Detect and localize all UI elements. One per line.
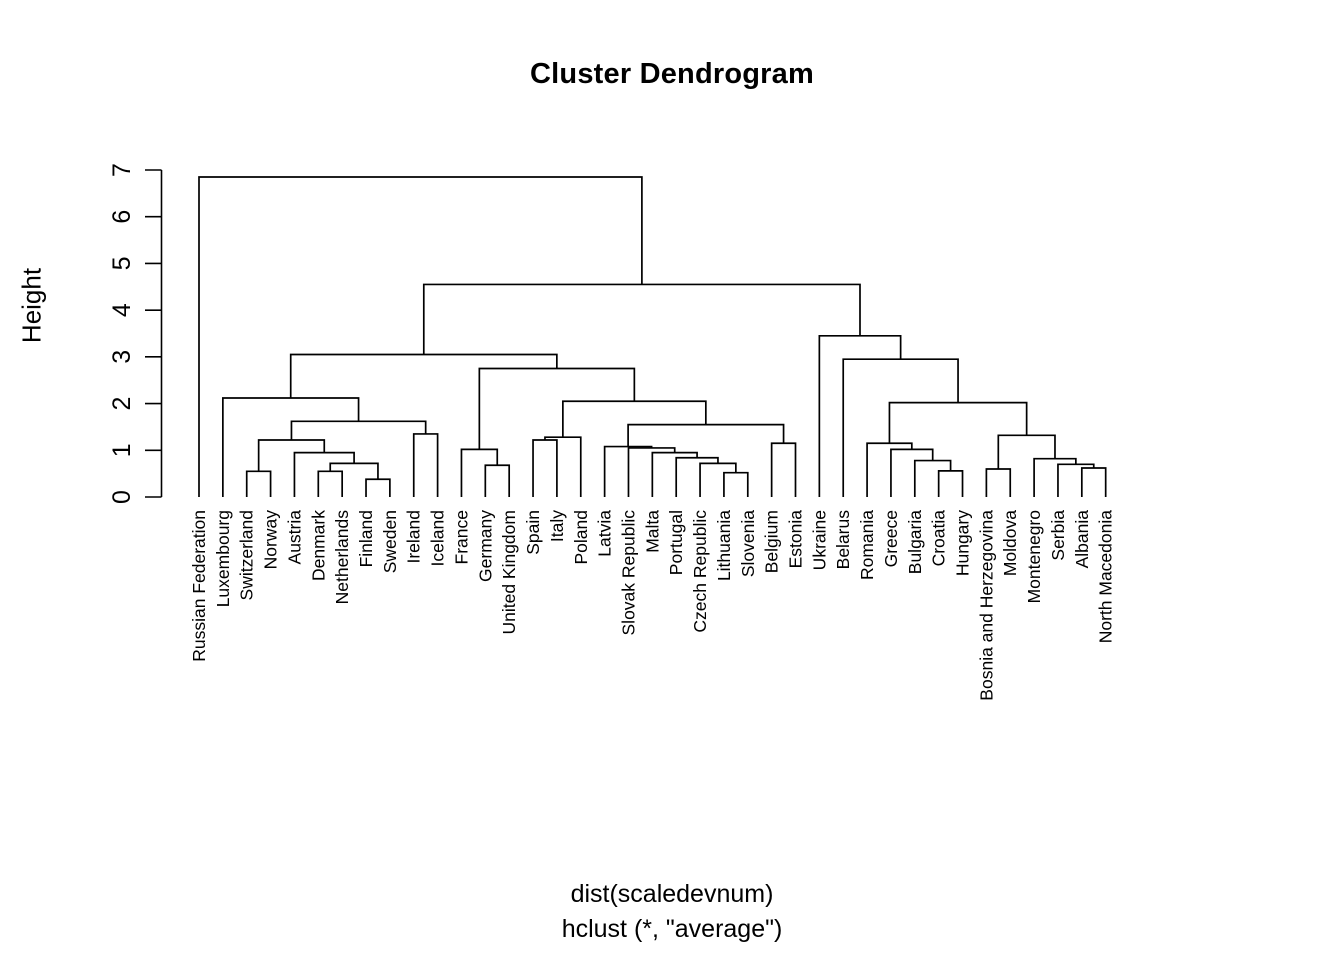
leaf-label: Hungary bbox=[953, 510, 973, 576]
leaf-label: Norway bbox=[261, 510, 281, 570]
leaf-label: Slovak Republic bbox=[618, 510, 638, 636]
dendrogram-link bbox=[329, 462, 379, 480]
leaf-label: Netherlands bbox=[332, 510, 352, 605]
dendrogram-link bbox=[913, 459, 952, 497]
y-tick-label: 7 bbox=[108, 163, 136, 177]
leaf-label: Czech Republic bbox=[690, 510, 710, 633]
dendrogram-link bbox=[544, 436, 582, 497]
leaf-label: Iceland bbox=[428, 510, 448, 566]
leaf-label: Greece bbox=[881, 510, 901, 567]
dendrogram-link bbox=[198, 176, 643, 497]
dendrogram-link bbox=[1080, 467, 1107, 497]
leaf-label: Slovenia bbox=[738, 510, 758, 577]
y-axis bbox=[145, 169, 163, 498]
dendrogram-link bbox=[937, 469, 964, 497]
y-tick-label: 3 bbox=[108, 350, 136, 364]
dendrogram-link bbox=[532, 439, 558, 497]
dendrogram-link bbox=[245, 470, 272, 497]
dendrogram-link bbox=[1057, 463, 1095, 497]
dendrogram-link bbox=[412, 433, 439, 497]
leaf-label: Bosnia and Herzegovina bbox=[976, 510, 996, 701]
dendrogram-link bbox=[985, 468, 1012, 497]
leaf-label: United Kingdom bbox=[499, 510, 519, 635]
page-title: Cluster Dendrogram bbox=[530, 58, 814, 90]
leaf-label: Lithuania bbox=[714, 510, 734, 581]
leaf-label: Finland bbox=[356, 510, 376, 567]
dendrogram-link bbox=[562, 400, 707, 438]
y-tick-label: 5 bbox=[108, 256, 136, 270]
leaf-label: Latvia bbox=[595, 510, 615, 557]
dendrogram-link bbox=[317, 470, 344, 497]
leaf-label: Poland bbox=[571, 510, 591, 565]
dendrogram-link bbox=[866, 442, 913, 497]
dendrogram-link bbox=[460, 448, 499, 497]
leaf-label: Ukraine bbox=[809, 510, 829, 570]
dendrogram-links bbox=[198, 176, 1107, 497]
leaf-label: Luxembourg bbox=[213, 510, 233, 607]
leaf-label: Croatia bbox=[929, 510, 949, 567]
leaf-label: France bbox=[451, 510, 471, 564]
y-tick-label: 1 bbox=[108, 443, 136, 457]
leaf-label: Denmark bbox=[308, 510, 328, 581]
footer-line-1: dist(scaledevnum) bbox=[570, 880, 774, 908]
leaf-label: Austria bbox=[284, 510, 304, 565]
dendrogram-link bbox=[842, 358, 959, 497]
dendrogram-link bbox=[603, 445, 653, 497]
leaf-label: Portugal bbox=[666, 510, 686, 575]
dendrogram-link bbox=[770, 442, 797, 497]
leaf-label: Belarus bbox=[833, 510, 853, 570]
dendrogram-link bbox=[222, 397, 360, 497]
dendrogram-link bbox=[290, 420, 427, 441]
dendrogram-link bbox=[651, 451, 698, 497]
y-tick-label: 4 bbox=[108, 303, 136, 317]
leaf-label: Switzerland bbox=[237, 510, 257, 600]
leaf-label: Belgium bbox=[762, 510, 782, 573]
dendrogram-link bbox=[257, 439, 326, 472]
dendrogram-link bbox=[888, 401, 1028, 444]
leaf-label: Montenegro bbox=[1024, 510, 1044, 603]
leaf-label: Italy bbox=[547, 510, 567, 542]
footer-line-2: hclust (*, "average") bbox=[561, 915, 783, 943]
dendrogram-link bbox=[422, 283, 861, 355]
dendrogram-link bbox=[723, 471, 749, 497]
dendrogram-link bbox=[293, 451, 355, 497]
dendrogram-link bbox=[997, 434, 1056, 469]
leaf-label: Bulgaria bbox=[905, 510, 925, 574]
leaf-label: Sweden bbox=[380, 510, 400, 573]
leaf-label: Moldova bbox=[1000, 510, 1020, 576]
dendrogram-link bbox=[818, 334, 902, 497]
leaf-label: Serbia bbox=[1048, 510, 1068, 561]
y-tick-label: 6 bbox=[108, 210, 136, 224]
leaf-label: Ireland bbox=[404, 510, 424, 564]
y-tick-label: 0 bbox=[108, 490, 136, 504]
dendrogram-link bbox=[890, 448, 934, 497]
leaf-label: Malta bbox=[642, 510, 662, 553]
y-tick-label: 2 bbox=[108, 397, 136, 411]
leaf-label: North Macedonia bbox=[1096, 510, 1116, 644]
leaf-label: Russian Federation bbox=[189, 510, 209, 662]
dendrogram-link bbox=[484, 464, 511, 497]
leaf-label: Spain bbox=[523, 510, 543, 555]
dendrogram-link bbox=[289, 353, 558, 398]
dendrogram-link bbox=[478, 367, 636, 450]
leaf-label: Romania bbox=[857, 510, 877, 580]
leaf-label: Albania bbox=[1072, 510, 1092, 569]
leaf-label: Germany bbox=[475, 510, 495, 582]
dendrogram-link bbox=[699, 462, 737, 497]
dendrogram-link bbox=[365, 478, 391, 497]
dendrogram-link bbox=[627, 423, 785, 447]
leaf-label: Estonia bbox=[786, 510, 806, 569]
